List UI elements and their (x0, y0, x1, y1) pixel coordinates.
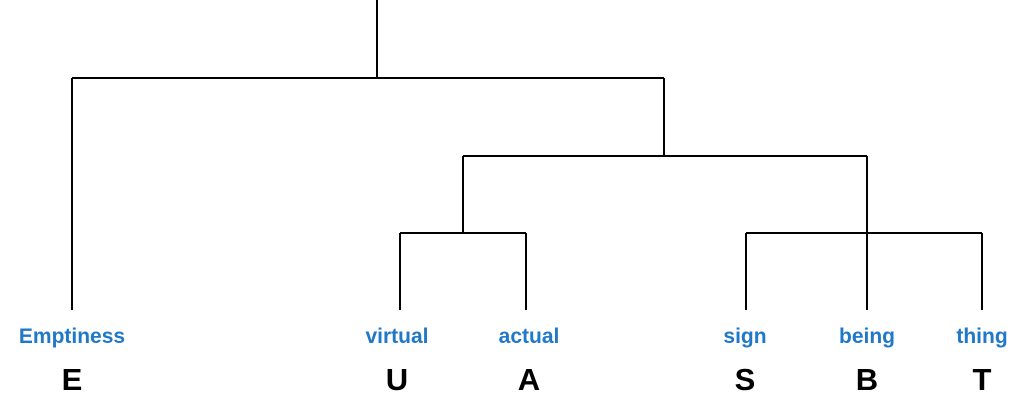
leaf-letter-t: T (973, 362, 992, 397)
leaf-word-actual: actual (499, 325, 560, 348)
leaf-letter-s: S (735, 362, 756, 397)
leaf-word-virtual: virtual (365, 325, 428, 348)
leaf-word-being: being (839, 325, 895, 348)
leaf-word-thing: thing (956, 325, 1007, 348)
leaf-letter-e: E (62, 362, 83, 397)
leaf-letter-a: A (518, 362, 540, 397)
leaf-word-emptiness: Emptiness (19, 325, 125, 348)
leaf-letter-b: B (856, 362, 878, 397)
leaf-letter-u: U (386, 362, 408, 397)
leaf-word-sign: sign (723, 325, 766, 348)
